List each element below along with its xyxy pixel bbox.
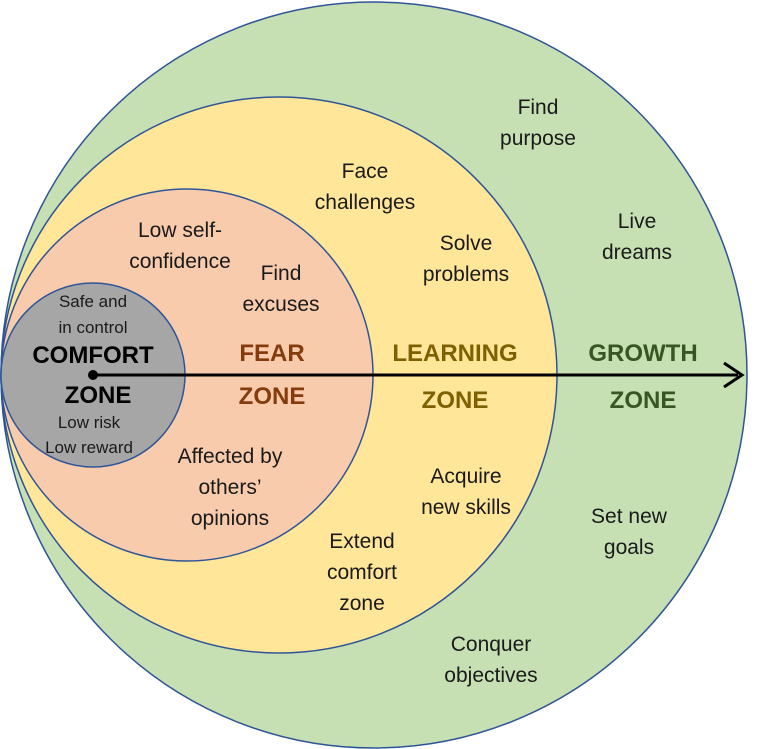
- learning-item-solve-problems-line-1: Solve: [440, 232, 493, 255]
- fear-zone-text: FEAR ZONE Low self- confidence Find excu…: [129, 219, 319, 530]
- learning-item-acquire-skills-line-1: Acquire: [430, 465, 501, 488]
- growth-item-conquer-objectives-line-2: objectives: [444, 664, 537, 687]
- fear-item-low-self-confidence-line-2: confidence: [129, 250, 231, 273]
- growth-zone-title-line-1: GROWTH: [588, 340, 697, 367]
- fear-zone-title-line-1: FEAR: [239, 340, 304, 367]
- fear-item-affected-line-2: others’: [198, 476, 261, 499]
- fear-item-low-self-confidence-line-1: Low self-: [138, 219, 222, 242]
- growth-zone-title-line-2: ZONE: [610, 387, 677, 414]
- growth-item-live-dreams-line-1: Live: [618, 210, 657, 233]
- fear-item-find-excuses-line-2: excuses: [242, 293, 319, 316]
- growth-item-set-goals-line-2: goals: [604, 536, 654, 559]
- growth-item-conquer-objectives-line-1: Conquer: [451, 633, 532, 656]
- comfort-risk-line-2: Low reward: [45, 438, 133, 457]
- comfort-note-line-2: in control: [59, 318, 128, 337]
- comfort-zone-title-line-2: ZONE: [65, 382, 132, 409]
- fear-zone-title-line-2: ZONE: [239, 383, 306, 410]
- learning-zone-title-line-1: LEARNING: [392, 340, 517, 367]
- learning-item-extend-comfort-line-1: Extend: [329, 530, 394, 553]
- learning-item-face-challenges-line-2: challenges: [315, 191, 415, 214]
- growth-arrow-head: [723, 361, 745, 389]
- learning-item-face-challenges-line-1: Face: [342, 160, 389, 183]
- growth-item-find-purpose-line-1: Find: [518, 96, 559, 119]
- fear-item-find-excuses-line-1: Find: [261, 262, 302, 285]
- fear-item-affected-line-1: Affected by: [178, 445, 283, 468]
- learning-item-acquire-skills-line-2: new skills: [421, 496, 511, 519]
- growth-item-find-purpose-line-2: purpose: [500, 127, 576, 150]
- learning-zone-title-line-2: ZONE: [422, 387, 489, 414]
- comfort-risk-line-1: Low risk: [58, 413, 121, 432]
- growth-item-set-goals-line-1: Set new: [591, 505, 668, 528]
- comfort-note-line-1: Safe and: [59, 292, 127, 311]
- learning-item-solve-problems-line-2: problems: [423, 263, 509, 286]
- growth-item-live-dreams-line-2: dreams: [602, 241, 672, 264]
- comfort-zone-title-line-1: COMFORT: [32, 342, 154, 369]
- growth-zone-text: GROWTH ZONE Find purpose Live dreams Set…: [444, 96, 697, 687]
- fear-item-affected-line-3: opinions: [191, 507, 269, 530]
- comfort-zone-text: Safe and in control COMFORT ZONE Low ris…: [32, 292, 154, 457]
- learning-item-extend-comfort-line-2: comfort: [327, 561, 397, 584]
- learning-zone-text: LEARNING ZONE Face challenges Solve prob…: [315, 160, 518, 615]
- arrow-origin-dot: [88, 370, 98, 380]
- learning-item-extend-comfort-line-3: zone: [339, 592, 385, 615]
